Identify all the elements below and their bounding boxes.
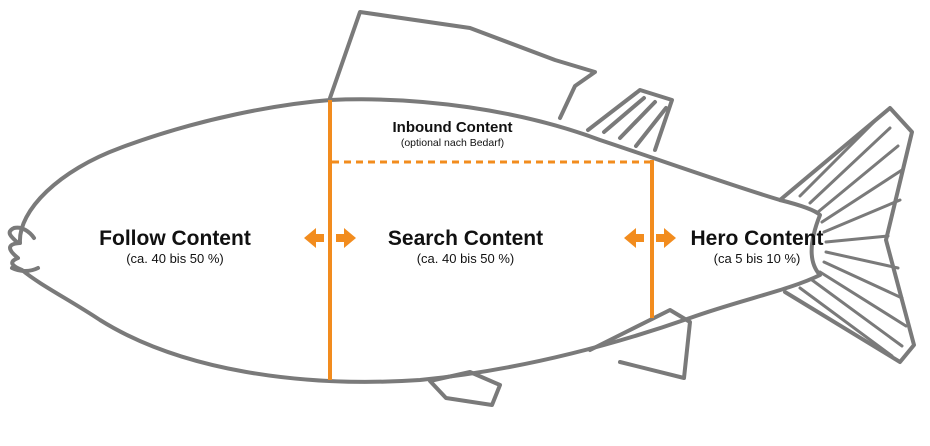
inbound-content-title: Inbound Content [392, 119, 513, 136]
hero-content-label: Hero Content (ca 5 bis 10 %) [682, 227, 832, 267]
fish-body [8, 97, 822, 384]
inbound-content-share: (optional nach Bedarf) [400, 137, 505, 149]
tail-fin [778, 106, 916, 364]
hero-content-share: (ca 5 bis 10 %) [713, 251, 801, 266]
inbound-content-label: Inbound Content (optional nach Bedarf) [370, 119, 535, 150]
search-content-label: Search Content (ca. 40 bis 50 %) [383, 227, 548, 267]
follow-content-label: Follow Content (ca. 40 bis 50 %) [95, 227, 255, 267]
anal-fin [588, 308, 692, 380]
search-content-title: Search Content [387, 227, 544, 250]
follow-content-title: Follow Content [99, 227, 251, 250]
pelvic-fin [428, 370, 502, 407]
double-arrow-icon [304, 228, 356, 248]
hero-content-title: Hero Content [690, 227, 824, 250]
follow-content-share: (ca. 40 bis 50 %) [126, 251, 224, 266]
section-dividers [328, 100, 654, 380]
dorsal-fin [328, 10, 597, 120]
double-arrow-icon [624, 228, 676, 248]
search-content-share: (ca. 40 bis 50 %) [416, 251, 515, 266]
rear-dorsal-fin [586, 88, 674, 152]
